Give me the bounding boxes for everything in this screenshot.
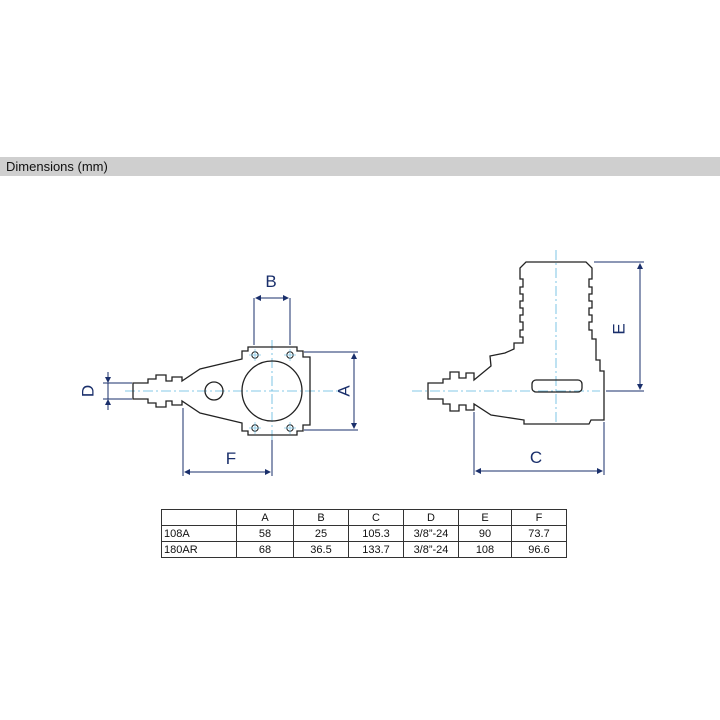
section-header: Dimensions (mm) [0, 157, 720, 176]
table-header: A [236, 509, 294, 526]
table-header: B [293, 509, 349, 526]
dimension-d [103, 372, 132, 410]
table-cell: 68 [236, 541, 294, 558]
table-cell: 58 [236, 525, 294, 542]
table-row: 180AR 68 36.5 133.7 3/8”-24 108 96.6 [161, 541, 567, 558]
table-cell: 73.7 [511, 525, 567, 542]
table-header [161, 509, 237, 526]
label-e: E [609, 323, 628, 334]
elbow-outline [427, 261, 605, 425]
table-cell: 3/8”-24 [403, 525, 459, 542]
table-header: D [403, 509, 459, 526]
label-d: D [78, 385, 97, 397]
table-row: 108A 58 25 105.3 3/8”-24 90 73.7 [161, 525, 567, 542]
label-c: C [530, 448, 542, 467]
table-header-row: A B C D E F [161, 509, 567, 526]
table-header: F [511, 509, 567, 526]
side-hole [204, 381, 224, 401]
table-cell: 105.3 [348, 525, 404, 542]
table-cell: 3/8”-24 [403, 541, 459, 558]
table-header: C [348, 509, 404, 526]
dimension-e [594, 261, 644, 392]
dimensions-table: A B C D E F 108A 58 25 105.3 3/8”-24 90 … [161, 509, 567, 558]
table-cell: 180AR [161, 541, 237, 558]
table-cell: 108A [161, 525, 237, 542]
label-f: F [226, 449, 236, 468]
table-cell: 36.5 [293, 541, 349, 558]
dimension-a [304, 351, 358, 431]
section-title: Dimensions (mm) [6, 159, 108, 174]
table-cell: 90 [458, 525, 512, 542]
inner-slot [531, 379, 583, 393]
label-b: B [265, 272, 276, 291]
side-view [412, 250, 605, 425]
table-cell: 25 [293, 525, 349, 542]
dimension-c [473, 412, 605, 475]
table-cell: 96.6 [511, 541, 567, 558]
table-cell: 108 [458, 541, 512, 558]
top-view [125, 340, 340, 448]
label-a: A [334, 385, 353, 397]
nozzle-outline [132, 346, 311, 436]
dimension-f [182, 408, 273, 476]
mounting-holes [249, 349, 296, 434]
main-bore [241, 360, 303, 422]
table-cell: 133.7 [348, 541, 404, 558]
dimension-b [253, 295, 291, 345]
table-header: E [458, 509, 512, 526]
